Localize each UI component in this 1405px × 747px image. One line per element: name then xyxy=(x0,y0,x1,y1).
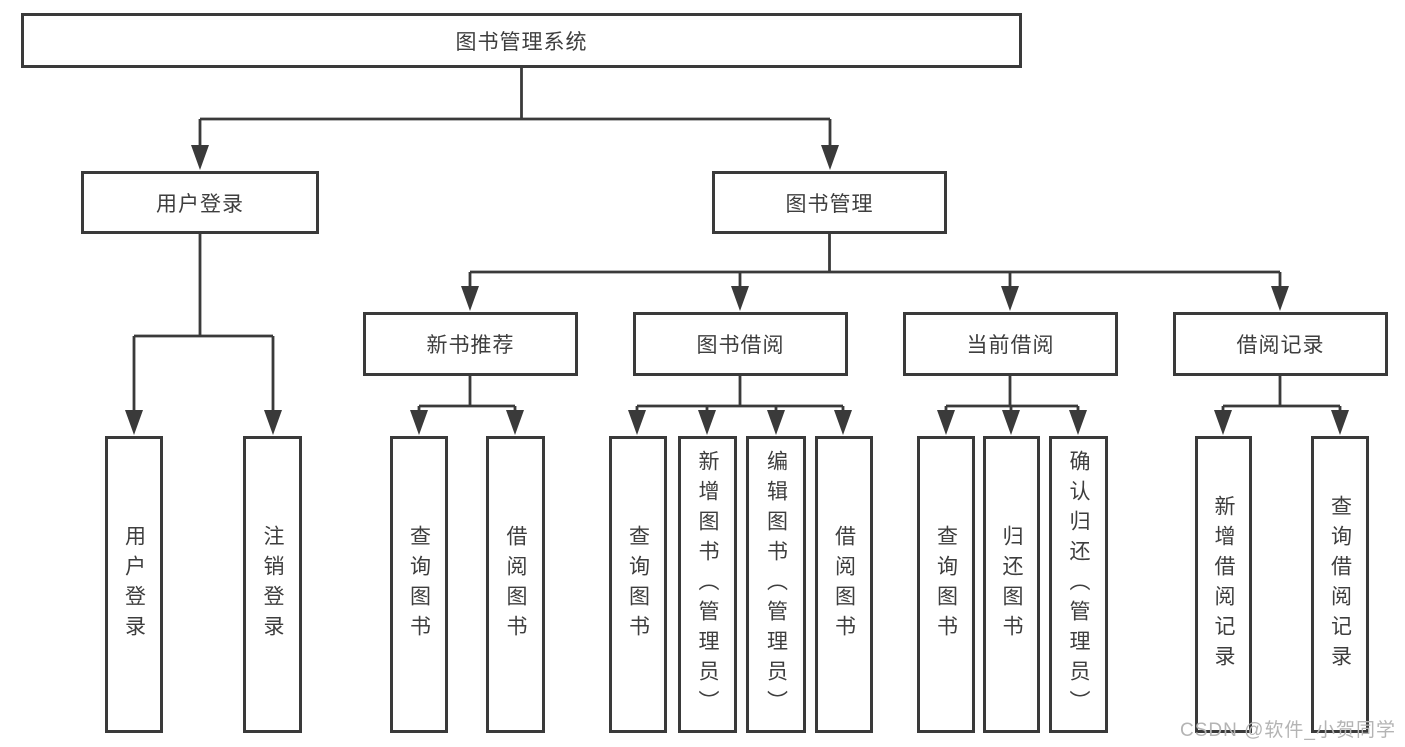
leaf-label: 新增借阅记录 xyxy=(1212,494,1235,675)
leaf-label: 查询借阅记录 xyxy=(1328,494,1352,675)
node-book-management: 图书管理 xyxy=(712,171,947,234)
leaf-query-borrow-record: 查询借阅记录 xyxy=(1311,436,1369,733)
leaf-query-books-recommend: 查询图书 xyxy=(390,436,448,733)
node-label: 新书推荐 xyxy=(426,334,515,357)
arrowhead-icons xyxy=(125,145,1349,435)
leaf-logout: 注销登录 xyxy=(243,436,302,733)
leaf-user-login: 用户登录 xyxy=(105,436,163,733)
leaf-label: 查询图书 xyxy=(626,524,650,645)
node-label: 用户登录 xyxy=(156,192,244,216)
node-book-borrowing: 图书借阅 xyxy=(633,312,848,376)
leaf-label: 借阅图书 xyxy=(832,524,856,645)
node-root-system: 图书管理系统 xyxy=(21,13,1022,68)
leaf-borrow-books: 借阅图书 xyxy=(815,436,873,733)
leaf-return-books: 归还图书 xyxy=(983,436,1040,733)
leaf-label: 编辑图书（管理员） xyxy=(764,449,788,720)
node-label: 当前借阅 xyxy=(966,334,1055,357)
leaf-confirm-return-admin: 确认归还（管理员） xyxy=(1049,436,1108,733)
node-new-book-recommendation: 新书推荐 xyxy=(363,312,578,376)
node-user-login: 用户登录 xyxy=(81,171,319,234)
leaf-add-books-admin: 新增图书（管理员） xyxy=(678,436,737,733)
node-label: 图书管理 xyxy=(785,192,874,216)
leaf-label: 归还图书 xyxy=(1000,524,1023,645)
node-root-label: 图书管理系统 xyxy=(455,30,588,54)
leaf-label: 确认归还（管理员） xyxy=(1067,449,1090,720)
leaf-label: 注销登录 xyxy=(261,524,284,645)
leaf-add-borrow-record: 新增借阅记录 xyxy=(1195,436,1252,733)
leaf-borrow-books-recommend: 借阅图书 xyxy=(486,436,545,733)
leaf-label: 查询图书 xyxy=(934,524,958,645)
leaf-label: 借阅图书 xyxy=(504,524,527,645)
node-label: 图书借阅 xyxy=(696,334,785,357)
node-borrowing-records: 借阅记录 xyxy=(1173,312,1388,376)
leaf-query-books-borrow: 查询图书 xyxy=(609,436,667,733)
node-label: 借阅记录 xyxy=(1236,334,1325,357)
leaf-label: 新增图书（管理员） xyxy=(696,449,719,720)
leaf-label: 查询图书 xyxy=(407,524,431,645)
leaf-label: 用户登录 xyxy=(122,524,146,645)
node-current-borrowing: 当前借阅 xyxy=(903,312,1118,376)
leaf-edit-books-admin: 编辑图书（管理员） xyxy=(746,436,806,733)
leaf-query-books-current: 查询图书 xyxy=(917,436,975,733)
